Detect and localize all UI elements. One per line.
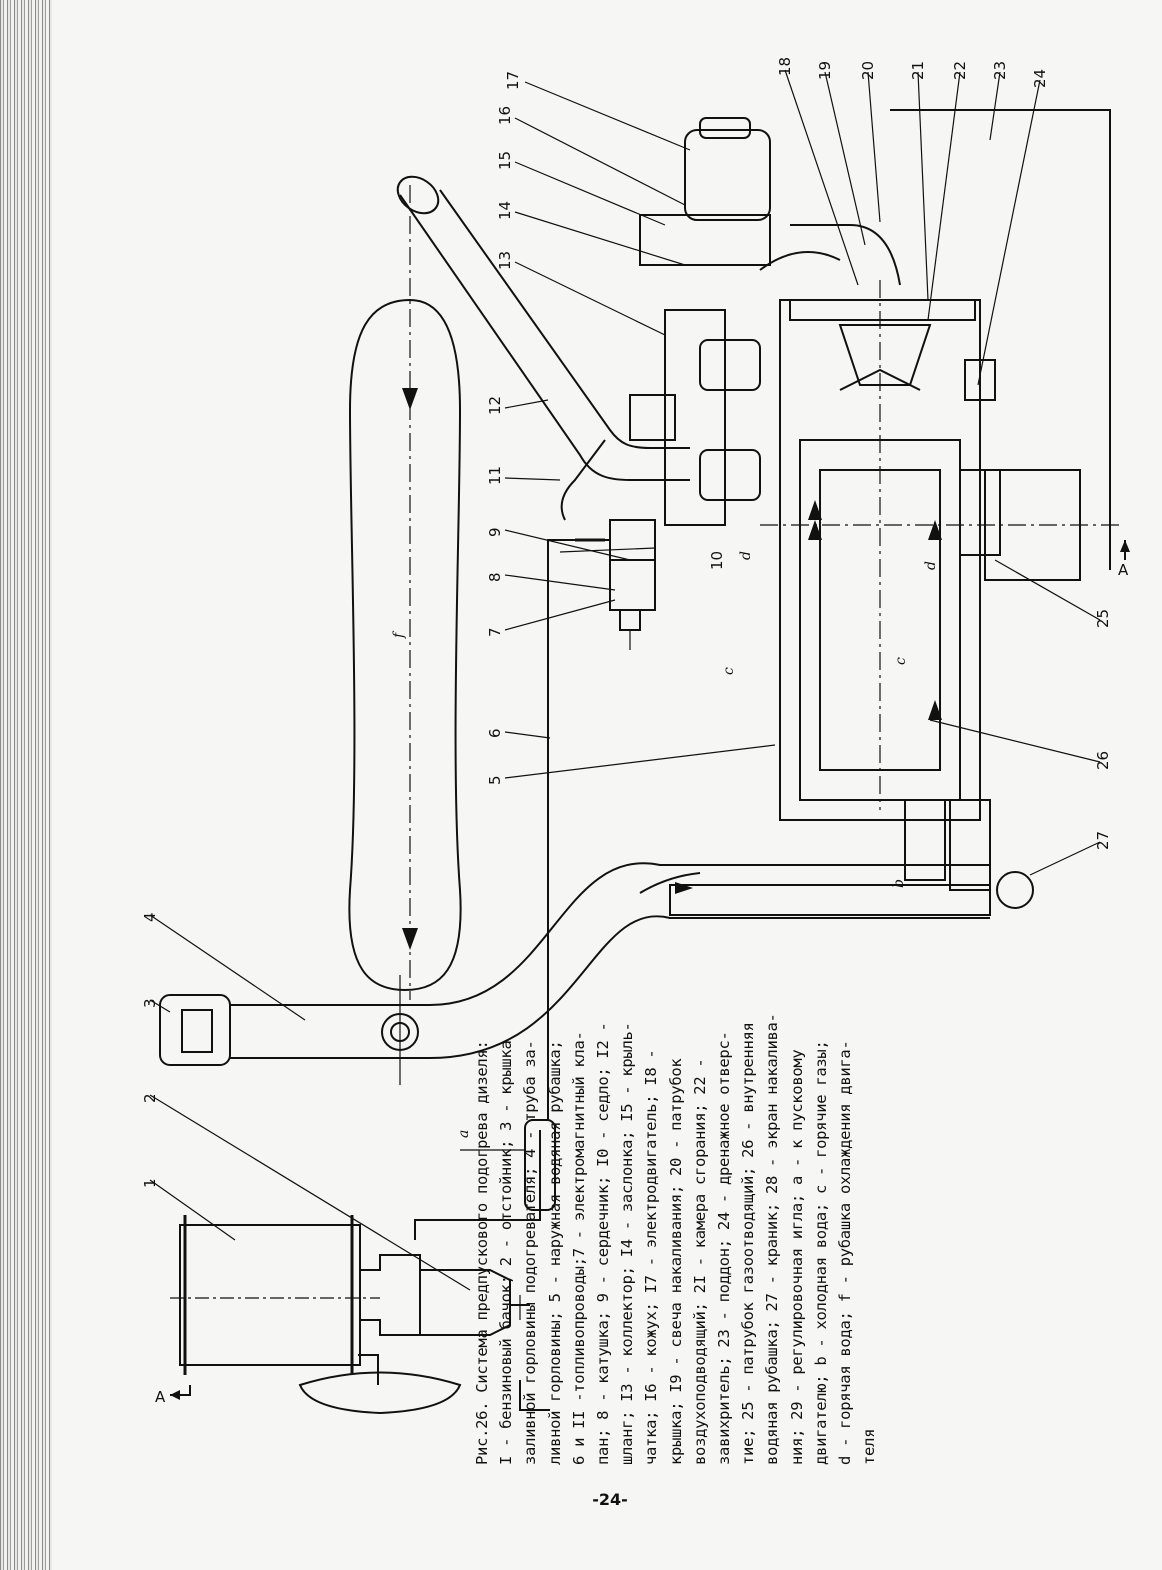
part-number-25: 25 [1094, 609, 1112, 628]
caption-line: водяная рубашка; 27 - краник; 28 - экран… [763, 1013, 782, 1465]
part-number-5: 5 [486, 775, 504, 785]
fuel-line-11 [560, 439, 606, 521]
part-number-23: 23 [991, 61, 1009, 80]
caption-line: шланг; I3 - коллектор; I4 - заслонка; I5… [618, 1022, 637, 1465]
part-number-14: 14 [496, 201, 514, 220]
figure-caption-rotated: Рис.26. Система предпускового подогрева … [470, 745, 900, 1465]
section-letter-right: A [1118, 561, 1129, 579]
part-number-4: 4 [141, 912, 159, 922]
part-number-19: 19 [816, 61, 834, 80]
leader-lines [149, 69, 1101, 1291]
part-number-10: 10 [708, 551, 726, 570]
engine-cooling-jacket [348, 185, 462, 1000]
part-number-12: 12 [486, 396, 504, 415]
figure-caption: Рис.26. Система предпускового подогрева … [470, 745, 881, 1465]
flow-arrows [808, 500, 942, 720]
part-number-21: 21 [909, 61, 927, 80]
binding-edge [0, 0, 52, 1570]
page-number: -24- [592, 1490, 628, 1509]
water-outlet-fittings [669, 799, 1034, 916]
part-number-6: 6 [486, 728, 504, 738]
fuel-settler [414, 1130, 541, 1336]
part-number-15: 15 [496, 151, 514, 170]
flow-letter-b: b [891, 879, 907, 888]
fuel-tank [170, 1215, 462, 1415]
section-mark-right: A [1118, 540, 1130, 579]
part-number-26: 26 [1094, 751, 1112, 770]
caption-line: двигателю; b - холодная вода; с - горячи… [811, 1040, 830, 1466]
caption-line: воздухоподводящий; 2I - камера сгорания;… [690, 1058, 709, 1465]
return-hose [396, 175, 690, 481]
flow-letter-c-outer: c [721, 667, 737, 675]
caption-line: теля [860, 1428, 879, 1465]
part-numbers: 1 2 3 4 5 6 7 8 9 10 11 12 13 14 15 16 1… [141, 57, 1112, 1188]
part-number-20: 20 [859, 61, 877, 80]
caption-line: крышка; I9 - свеча накаливания; 20 - пат… [666, 1058, 685, 1465]
flow-letter-f: f [391, 630, 407, 639]
part-number-7: 7 [486, 627, 504, 637]
part-number-16: 16 [496, 106, 514, 125]
part-number-9: 9 [486, 527, 504, 537]
fan-and-motor [639, 117, 901, 286]
section-letter-left: A [155, 1388, 166, 1406]
part-number-1: 1 [141, 1178, 159, 1188]
part-number-24: 24 [1031, 69, 1049, 88]
part-number-22: 22 [951, 61, 969, 80]
caption-line: 6 и II -топливопроводы;7 - электромагнит… [569, 1031, 588, 1465]
part-number-18: 18 [776, 57, 794, 76]
caption-line: ния; 29 - регулировочная игла; а - к пус… [787, 1049, 806, 1465]
part-number-3: 3 [141, 998, 159, 1008]
flow-letter-d-right: d [923, 561, 939, 570]
caption-line: чатка; I6 - кожух; I7 - электродвигатель… [642, 1049, 661, 1465]
caption-line: I - бензиновый бачок; 2 - отстойник; 3 -… [497, 1040, 516, 1466]
flow-letter-c-inner: c [893, 657, 909, 665]
caption-line: ливной горловины; 5 - наружная водяная р… [545, 1040, 564, 1466]
part-number-17: 17 [504, 71, 522, 90]
caption-line: завихритель; 23 - поддон; 24 - дренажное… [715, 1031, 734, 1465]
flow-letter-a: a [456, 1130, 472, 1138]
heater-body [760, 109, 1120, 821]
part-number-2: 2 [141, 1093, 159, 1103]
filler-neck-pipe [159, 862, 990, 1085]
flow-letters: a b c c d d f [391, 551, 939, 1138]
caption-line: пан; 8 - катушка; 9 - сердечник; I0 - се… [594, 1022, 613, 1465]
caption-line: d - горячая вода; f - рубашка охлаждения… [836, 1040, 855, 1466]
caption-line: заливной горловины подогревателя; 4 - тр… [521, 1040, 540, 1466]
part-number-8: 8 [486, 572, 504, 582]
part-number-13: 13 [496, 251, 514, 270]
flow-letter-d-left: d [738, 551, 754, 560]
caption-line: Рис.26. Система предпускового подогрева … [473, 1040, 491, 1466]
caption-line: тие; 25 - патрубок газоотводящий; 26 - в… [739, 1022, 758, 1465]
section-mark-left: A [155, 1380, 550, 1411]
part-number-11: 11 [486, 466, 504, 485]
collector-and-valve [575, 309, 761, 650]
part-number-27: 27 [1094, 831, 1112, 850]
